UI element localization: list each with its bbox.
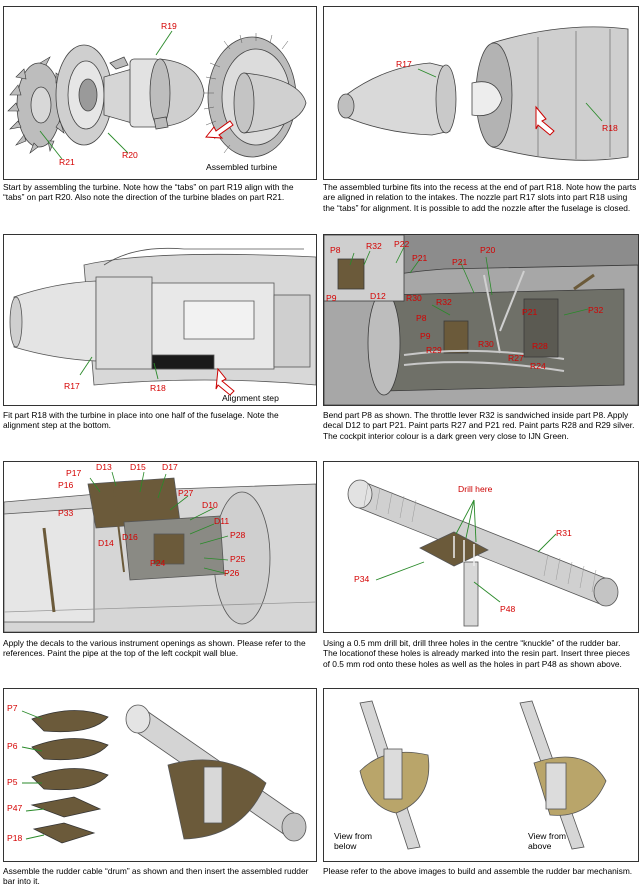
step-caption-drill: Using a 0.5 mm drill bit, drill three ho… xyxy=(323,638,630,669)
part-label-p16: P16 xyxy=(58,480,74,490)
part-label-p21-right: P21 xyxy=(522,307,538,317)
part-label-r29: R29 xyxy=(426,345,442,355)
part-label-d17: D17 xyxy=(162,462,178,472)
assembled-turbine-note: Assembled turbine xyxy=(206,162,278,172)
step-caption-turbine: Start by assembling the turbine. Note ho… xyxy=(3,182,294,203)
part-label-d14: D14 xyxy=(98,538,114,548)
part-label-d12: D12 xyxy=(370,291,386,301)
part-label-p25: P25 xyxy=(230,554,246,564)
step-caption-views: Please refer to the above images to buil… xyxy=(323,866,633,876)
instrument-panel-drawing xyxy=(4,471,316,632)
part-label-p34: P34 xyxy=(354,574,370,584)
nozzle-drawing xyxy=(337,26,629,161)
part-label-p21-top: P21 xyxy=(412,253,428,263)
part-label-p20: P20 xyxy=(480,245,496,255)
part-label-p28: P28 xyxy=(230,530,246,540)
part-label-p32: P32 xyxy=(588,305,604,315)
part-label-p21-mid: P21 xyxy=(452,257,468,267)
rudder-bar-drawing xyxy=(347,479,619,627)
part-label-p27: P27 xyxy=(178,488,194,498)
part-label-r18: R18 xyxy=(150,383,166,393)
fuselage-fit-panel: R17 R18 Alignment step xyxy=(3,234,317,406)
part-label-r30-mid: R30 xyxy=(478,339,494,349)
part-label-d11: D11 xyxy=(214,516,230,526)
rudder-bar-drill-panel: Drill here R31 P34 P48 xyxy=(323,461,639,633)
part-label-d13: D13 xyxy=(96,462,112,472)
part-label-p33: P33 xyxy=(58,508,74,518)
part-label-r17: R17 xyxy=(64,381,80,391)
rudder-views-panel: View from below View from above xyxy=(323,688,639,862)
cockpit-interior-drawing xyxy=(324,235,638,405)
part-label-p22: P22 xyxy=(394,239,410,249)
part-label-d16: D16 xyxy=(122,532,138,542)
step-caption-throttle: Bend part P8 as shown. The throttle leve… xyxy=(323,410,635,441)
part-label-p48: P48 xyxy=(500,604,516,614)
part-label-p5: P5 xyxy=(7,777,18,787)
part-label-r19: R19 xyxy=(161,21,177,31)
part-label-r30-top: R30 xyxy=(406,293,422,303)
rudder-bar-views-drawing xyxy=(359,700,607,850)
part-label-p18: P18 xyxy=(7,833,23,843)
part-label-r21: R21 xyxy=(59,157,75,167)
turbine-illustration-panel: R19 R20 R21 Assembled turbine xyxy=(3,6,317,180)
cockpit-throttle-panel: P8 R32 P22 P21 D12 R30 P9 P21 P20 R32 P3… xyxy=(323,234,639,406)
fuselage-half-drawing xyxy=(9,247,316,396)
step-caption-fuselage: Fit part R18 with the turbine in place i… xyxy=(3,410,279,431)
view-from-below-note: View from below xyxy=(334,831,373,851)
view-from-above-note: View from above xyxy=(528,831,567,851)
step-caption-nozzle: The assembled turbine fits into the rece… xyxy=(323,182,637,213)
part-label-p9-mid: P9 xyxy=(420,331,431,341)
part-label-r28: R28 xyxy=(532,341,548,351)
part-label-r32-top: R32 xyxy=(366,241,382,251)
part-label-p6: P6 xyxy=(7,741,18,751)
step-caption-drum: Assemble the rudder cable “drum” as show… xyxy=(3,866,309,887)
part-label-r24: R24 xyxy=(530,361,546,371)
part-label-p26: P26 xyxy=(224,568,240,578)
part-label-d15: D15 xyxy=(130,462,146,472)
part-label-p17: P17 xyxy=(66,468,82,478)
instrument-decals-panel: P17 D13 D15 D17 P16 P27 P33 D10 D11 D14 … xyxy=(3,461,317,633)
part-label-p24: P24 xyxy=(150,558,166,568)
part-label-p8-mid: P8 xyxy=(416,313,427,323)
alignment-step-note: Alignment step xyxy=(222,393,279,403)
part-label-r18: R18 xyxy=(602,123,618,133)
part-label-p8-top: P8 xyxy=(330,245,341,255)
part-label-r31: R31 xyxy=(556,528,572,538)
part-label-p47: P47 xyxy=(7,803,23,813)
part-label-p9-top: P9 xyxy=(326,293,337,303)
part-label-r17: R17 xyxy=(396,59,412,69)
part-label-p7: P7 xyxy=(7,703,18,713)
part-label-r20: R20 xyxy=(122,150,138,160)
turbine-exploded-drawing xyxy=(7,30,307,160)
nozzle-illustration-panel: R17 R18 xyxy=(323,6,639,180)
part-label-r32-mid: R32 xyxy=(436,297,452,307)
part-label-d10: D10 xyxy=(202,500,218,510)
step-caption-decals: Apply the decals to the various instrume… xyxy=(3,638,306,659)
rudder-drum-drawing xyxy=(21,704,307,844)
drill-here-note: Drill here xyxy=(458,484,493,494)
part-label-r27: R27 xyxy=(508,353,524,363)
rudder-drum-panel: P7 P6 P5 P47 P18 xyxy=(3,688,317,862)
